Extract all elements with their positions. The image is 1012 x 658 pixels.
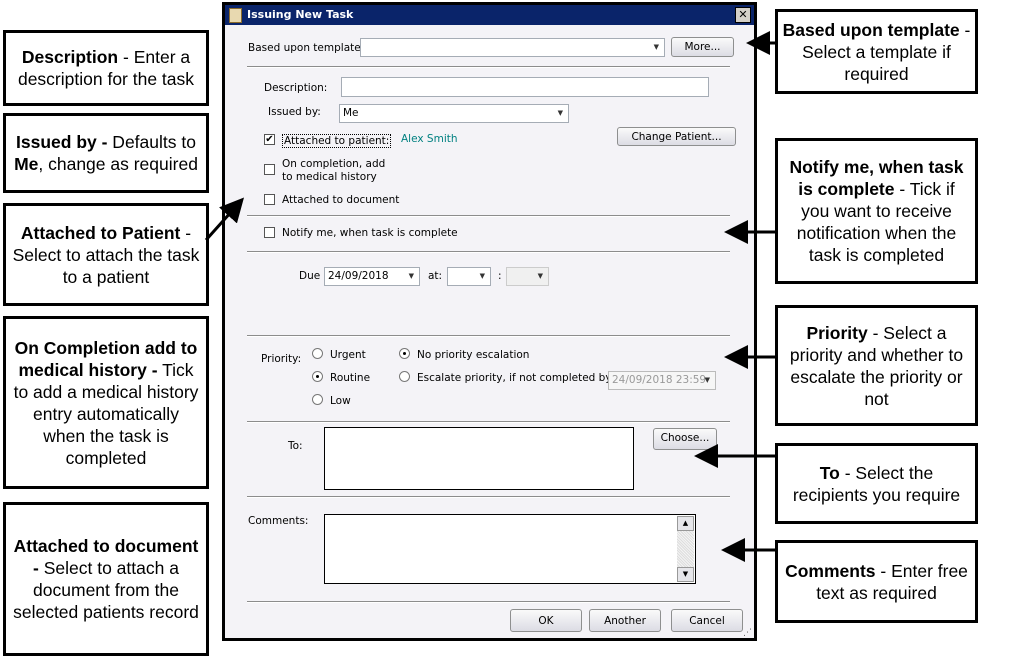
template-label: Based upon template: [248, 42, 365, 54]
attached-patient-label[interactable]: Attached to patient: [282, 134, 392, 148]
escalate-datetime-select[interactable]: 24/09/2018 23:59 [608, 371, 716, 390]
clipboard-icon [229, 8, 242, 23]
due-label: Due [299, 270, 321, 282]
callout-attached-document: Attached to document - Select to attach … [3, 502, 209, 656]
divider [247, 215, 730, 217]
title-bar: Issuing New Task ✕ [225, 5, 754, 25]
resize-grip-icon[interactable]: ⋰ [743, 628, 752, 638]
comments-label: Comments: [248, 515, 309, 527]
ok-button[interactable]: OK [510, 609, 582, 632]
arrow-attached-patient [204, 197, 245, 242]
priority-low-label[interactable]: Low [330, 395, 351, 407]
priority-urgent-radio[interactable] [312, 348, 323, 359]
divider [247, 335, 730, 337]
attached-patient-checkbox[interactable]: ✔ [264, 134, 275, 145]
another-button[interactable]: Another [589, 609, 661, 632]
scroll-up-icon[interactable]: ▲ [677, 516, 694, 531]
divider [247, 66, 730, 68]
escalate-radio[interactable] [399, 371, 410, 382]
issuing-new-task-dialog: Issuing New Task ✕ Based upon template: … [222, 2, 757, 641]
escalate-label[interactable]: Escalate priority, if not completed by: [417, 372, 615, 384]
scroll-down-icon[interactable]: ▼ [677, 567, 694, 582]
no-escalation-radio[interactable] [399, 348, 410, 359]
callout-issued-by: Issued by - Defaults to Me, change as re… [3, 113, 209, 193]
divider [247, 496, 730, 498]
callout-on-completion: On Completion add to medical history - T… [3, 316, 209, 489]
callout-priority: Priority - Select a priority and whether… [775, 305, 978, 426]
comments-scrollbar[interactable]: ▲ ▼ [677, 516, 694, 582]
callout-attached-patient: Attached to Patient - Select to attach t… [3, 203, 209, 306]
callout-template: Based upon template - Select a template … [775, 9, 978, 94]
close-button[interactable]: ✕ [735, 7, 751, 23]
template-select[interactable] [360, 38, 665, 57]
due-date-select[interactable]: 24/09/2018 [324, 267, 420, 286]
to-label: To: [288, 440, 303, 452]
divider [247, 421, 730, 423]
divider [247, 251, 730, 253]
comments-textarea[interactable]: ▲ ▼ [324, 514, 696, 584]
dialog-title: Issuing New Task [247, 8, 354, 21]
time-separator: : [498, 270, 502, 282]
cancel-button[interactable]: Cancel [671, 609, 743, 632]
issued-by-label: Issued by: [268, 106, 321, 118]
callout-notify: Notify me, when task is complete - Tick … [775, 138, 978, 284]
priority-routine-label[interactable]: Routine [330, 372, 371, 384]
attached-document-label[interactable]: Attached to document [282, 194, 400, 206]
callout-comments: Comments - Enter free text as required [775, 540, 978, 623]
notify-checkbox[interactable] [264, 227, 275, 238]
callout-description: Description - Enter a description for th… [3, 30, 209, 106]
more-button[interactable]: More... [671, 37, 734, 57]
minute-select[interactable] [506, 267, 549, 286]
at-label: at: [428, 270, 443, 282]
description-input[interactable] [341, 77, 709, 97]
hour-select[interactable] [447, 267, 491, 286]
no-escalation-label[interactable]: No priority escalation [417, 349, 530, 361]
notify-label[interactable]: Notify me, when task is complete [282, 227, 458, 239]
on-completion-checkbox[interactable] [264, 164, 275, 175]
priority-urgent-label[interactable]: Urgent [330, 349, 366, 361]
priority-low-radio[interactable] [312, 394, 323, 405]
priority-routine-radio[interactable] [312, 371, 323, 382]
callout-to: To - Select the recipients you require [775, 443, 978, 524]
patient-name: Alex Smith [401, 133, 458, 145]
attached-document-checkbox[interactable] [264, 194, 275, 205]
change-patient-button[interactable]: Change Patient... [617, 127, 736, 146]
divider [247, 601, 730, 603]
priority-label: Priority: [261, 353, 302, 365]
issued-by-select[interactable]: Me [339, 104, 569, 123]
description-label: Description: [264, 82, 328, 94]
to-recipients-box[interactable] [324, 427, 634, 490]
